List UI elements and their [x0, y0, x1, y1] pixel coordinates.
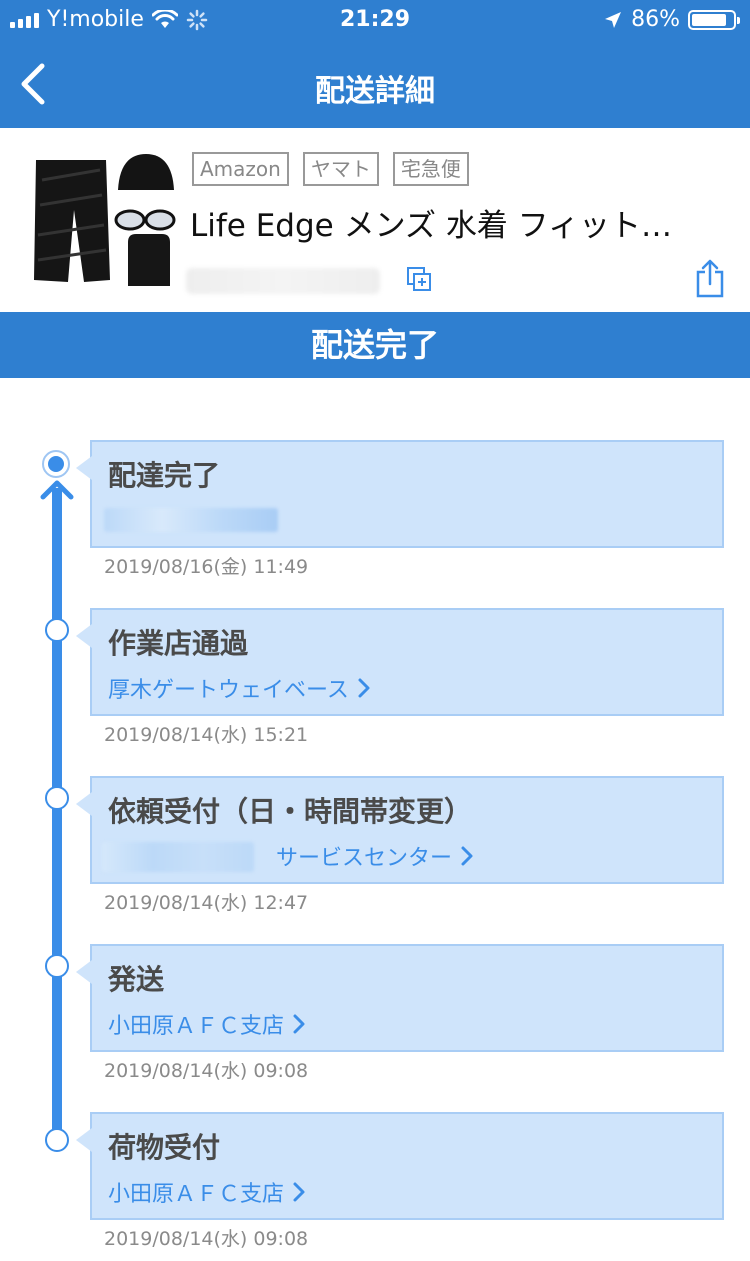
page-title: 配送詳細 [315, 74, 435, 109]
event-title: 配達完了 [108, 459, 221, 492]
tracking-number-redacted [186, 268, 380, 294]
timeline-line [52, 488, 62, 1138]
event-title: 荷物受付 [108, 1131, 221, 1164]
carrier-label: Y!mobile [47, 7, 144, 32]
event-title: 作業店通過 [108, 627, 249, 660]
chevron-right-icon [293, 1014, 305, 1034]
tag-service: 宅急便 [392, 152, 469, 186]
clock: 21:29 [339, 7, 411, 32]
event-date: 2019/08/14(水) 09:08 [104, 1060, 309, 1082]
timeline-event[interactable]: 発送 小田原ＡＦＣ支店 [76, 944, 724, 1052]
location-label: 小田原ＡＦＣ支店 [108, 1014, 285, 1039]
event-location-link[interactable]: サービスセンター [276, 840, 474, 872]
timeline-event[interactable]: 配達完了 [76, 440, 724, 548]
event-location-link[interactable]: 小田原ＡＦＣ支店 [108, 1008, 306, 1040]
timeline-arrow-icon [40, 480, 74, 500]
carrier-tags: Amazon ヤマト 宅急便 [192, 152, 469, 186]
chevron-right-icon [293, 1182, 305, 1202]
event-date: 2019/08/14(水) 12:47 [104, 892, 309, 914]
copy-icon[interactable] [406, 266, 432, 292]
loading-spinner-icon [186, 9, 208, 30]
location-label: サービスセンター [276, 846, 453, 871]
battery-icon [688, 9, 740, 30]
timeline-event[interactable]: 依頼受付（日・時間帯変更） サービスセンター [76, 776, 724, 884]
tag-source: Amazon [192, 152, 289, 186]
status-right: 86% [603, 7, 740, 32]
location-arrow-icon [605, 11, 622, 28]
location-redacted [102, 842, 254, 872]
event-title: 依頼受付（日・時間帯変更） [108, 795, 473, 828]
location-redacted [104, 508, 278, 532]
product-title[interactable]: Life Edge メンズ 水着 フィット… [190, 208, 673, 244]
chevron-right-icon [461, 846, 473, 866]
event-date: 2019/08/14(水) 15:21 [104, 724, 309, 746]
delivery-status-banner: 配送完了 [0, 312, 750, 378]
product-header: Amazon ヤマト 宅急便 Life Edge メンズ 水着 フィット… [0, 128, 750, 312]
signal-icon [10, 12, 39, 28]
wifi-icon [151, 9, 178, 28]
event-date: 2019/08/16(金) 11:49 [104, 556, 309, 578]
location-label: 小田原ＡＦＣ支店 [108, 1182, 285, 1207]
battery-fill [692, 13, 727, 26]
timeline-dot-current [42, 450, 70, 478]
event-location-link[interactable]: 厚木ゲートウェイベース [108, 672, 371, 704]
back-chevron-icon[interactable] [14, 60, 54, 108]
event-date: 2019/08/14(水) 09:08 [104, 1228, 309, 1250]
event-title: 発送 [108, 963, 165, 996]
battery-percent: 86% [631, 7, 680, 32]
location-label: 厚木ゲートウェイベース [108, 678, 349, 703]
event-location-link[interactable]: 小田原ＡＦＣ支店 [108, 1176, 306, 1208]
timeline-dot [45, 1128, 69, 1152]
status-bar: Y!mobile 21:29 86% [0, 0, 750, 40]
product-thumbnail[interactable] [28, 150, 178, 290]
tag-carrier: ヤマト [302, 152, 379, 186]
timeline-dot [45, 618, 69, 642]
timeline-dot [45, 954, 69, 978]
chevron-right-icon [358, 678, 370, 698]
tracking-timeline: 配達完了 2019/08/16(金) 11:49 作業店通過 厚木ゲートウェイベ… [0, 378, 750, 1261]
timeline-dot [45, 786, 69, 810]
share-icon[interactable] [694, 258, 726, 298]
navigation-bar: 配送詳細 [0, 40, 750, 128]
status-left: Y!mobile [10, 7, 208, 32]
timeline-event[interactable]: 作業店通過 厚木ゲートウェイベース [76, 608, 724, 716]
timeline-event[interactable]: 荷物受付 小田原ＡＦＣ支店 [76, 1112, 724, 1220]
